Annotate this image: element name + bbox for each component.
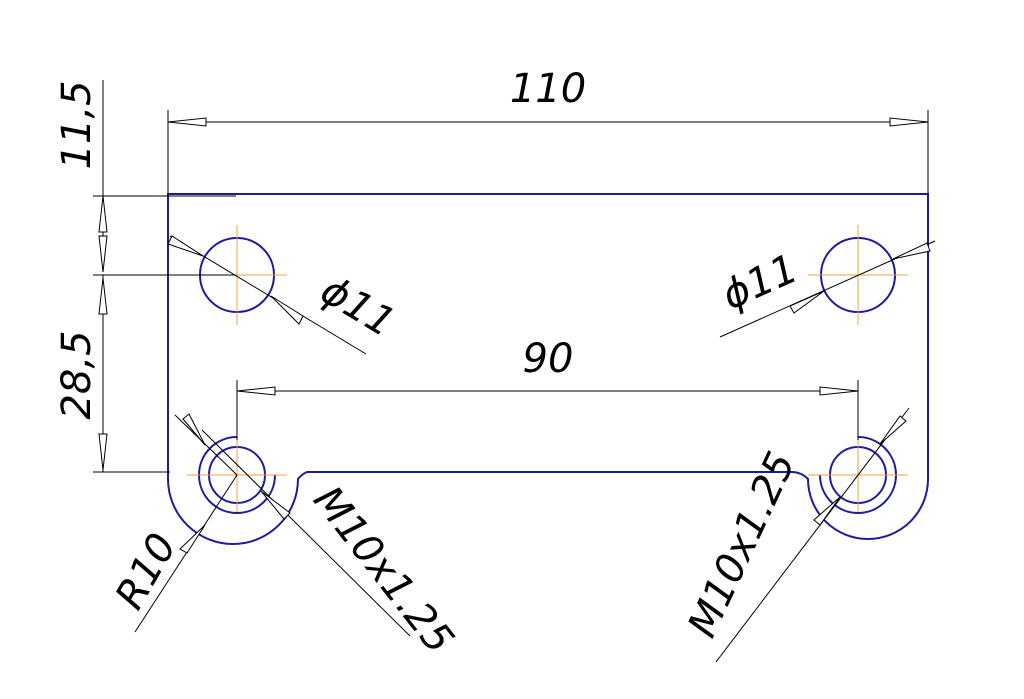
dim-text-thread-left: M10x1.25 [304, 478, 462, 662]
dim-text-110: 110 [510, 66, 586, 112]
dimension-hole-spacing-vertical: 28,5 [54, 274, 236, 473]
dimension-hole-diameter-left: ϕ11 [167, 235, 403, 355]
dimension-radius: R10 [107, 413, 238, 633]
dimension-hole-spacing-horizontal: 90 [236, 336, 859, 440]
dimension-thread-right: M10x1.25 [679, 407, 910, 663]
dim-text-11-5: 11,5 [54, 80, 100, 169]
thread-arc-lower-left [198, 436, 276, 514]
dimension-thread-left: M10x1.25 [201, 429, 462, 662]
dim-text-diameter-left: ϕ11 [313, 267, 403, 346]
plate-outline [167, 193, 929, 545]
dim-text-28-5: 28,5 [54, 330, 100, 419]
dimension-top-offset: 11,5 [54, 80, 236, 273]
thread-arc-lower-right [819, 436, 897, 514]
dim-text-thread-right: M10x1.25 [679, 445, 804, 644]
dim-text-90: 90 [523, 336, 574, 382]
dimension-overall-width: 110 [167, 66, 929, 194]
dimension-hole-diameter-right: ϕ11 [715, 240, 936, 338]
